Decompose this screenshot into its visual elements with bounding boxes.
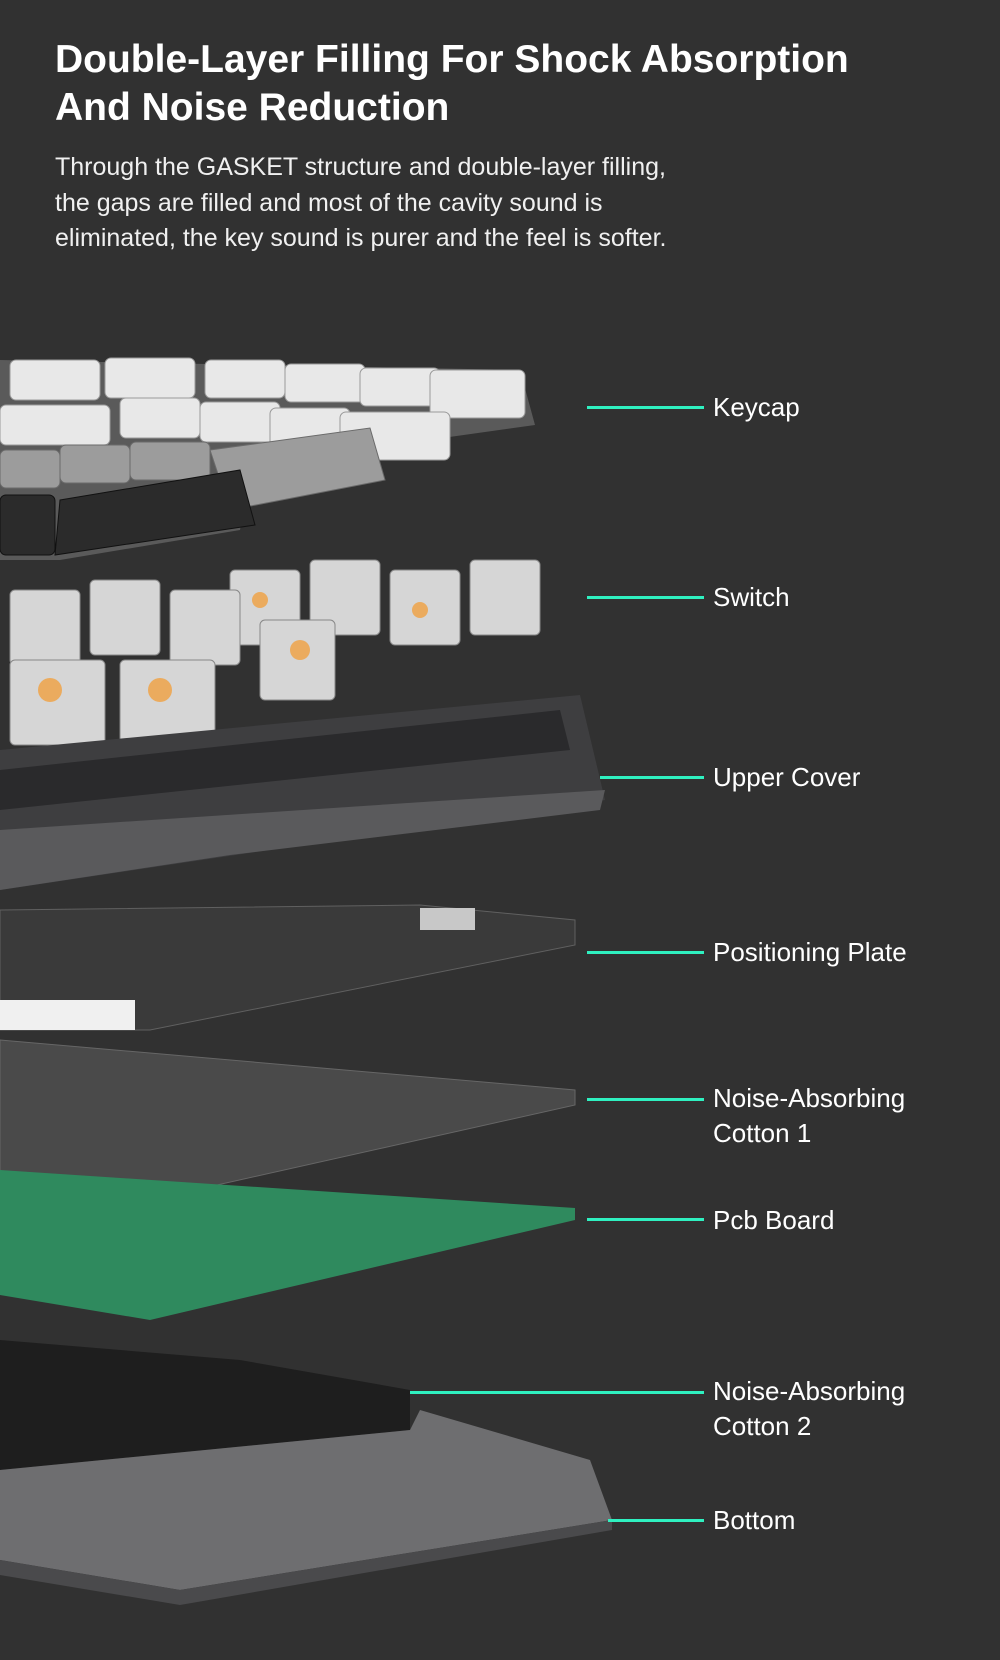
upper-cover-leader-line (600, 776, 704, 779)
title-line-1: Double-Layer Filling For Shock Absorptio… (55, 38, 849, 81)
noise-absorbing-cotton-2-layer (0, 1340, 410, 1470)
label-line: Cotton 1 (713, 1118, 812, 1148)
bottom-case-layer (0, 1410, 612, 1605)
switch-leader-line (587, 596, 704, 599)
header: Double-Layer Filling For Shock Absorptio… (55, 36, 985, 257)
cotton-2-leader-line (410, 1391, 704, 1394)
label-pcb-board: Pcb Board (713, 1205, 835, 1235)
label-positioning-plate: Positioning Plate (713, 937, 907, 967)
pcb-board-layer (0, 1170, 575, 1320)
positioning-plate-layer (0, 904, 576, 1031)
upper-cover-layer (0, 695, 605, 890)
label-line: Noise-Absorbing (713, 1376, 906, 1406)
cotton-1-leader-line (587, 1098, 704, 1101)
label-bottom: Bottom (713, 1505, 796, 1535)
keycap-leader-line (587, 406, 704, 409)
description-line: Through the GASKET structure and double-… (55, 153, 666, 181)
keycap-layer (0, 357, 535, 560)
switch-layer (9, 559, 541, 746)
label-noise-absorbing-cotton-1: Noise-Absorbing Cotton 1 (713, 1081, 905, 1151)
title-line-2: And Noise Reduction (55, 86, 450, 129)
exploded-keyboard-illustration (0, 357, 612, 1605)
label-upper-cover: Upper Cover (713, 762, 861, 792)
positioning-plate-leader-line (587, 951, 704, 954)
description-line: the gaps are filled and most of the cavi… (55, 188, 603, 217)
bottom-leader-line (608, 1519, 704, 1522)
page-title: Double-Layer Filling For Shock Absorptio… (55, 36, 985, 132)
label-line: Noise-Absorbing (713, 1083, 906, 1113)
label-switch: Switch (713, 582, 790, 612)
label-keycap: Keycap (713, 392, 800, 422)
label-line: Cotton 2 (713, 1411, 812, 1441)
description: Through the GASKET structure and double-… (55, 150, 985, 257)
pcb-leader-line (587, 1218, 704, 1221)
label-noise-absorbing-cotton-2: Noise-Absorbing Cotton 2 (713, 1374, 905, 1444)
noise-absorbing-cotton-1-layer (0, 1039, 576, 1201)
description-line: eliminated, the key sound is purer and t… (55, 224, 667, 252)
